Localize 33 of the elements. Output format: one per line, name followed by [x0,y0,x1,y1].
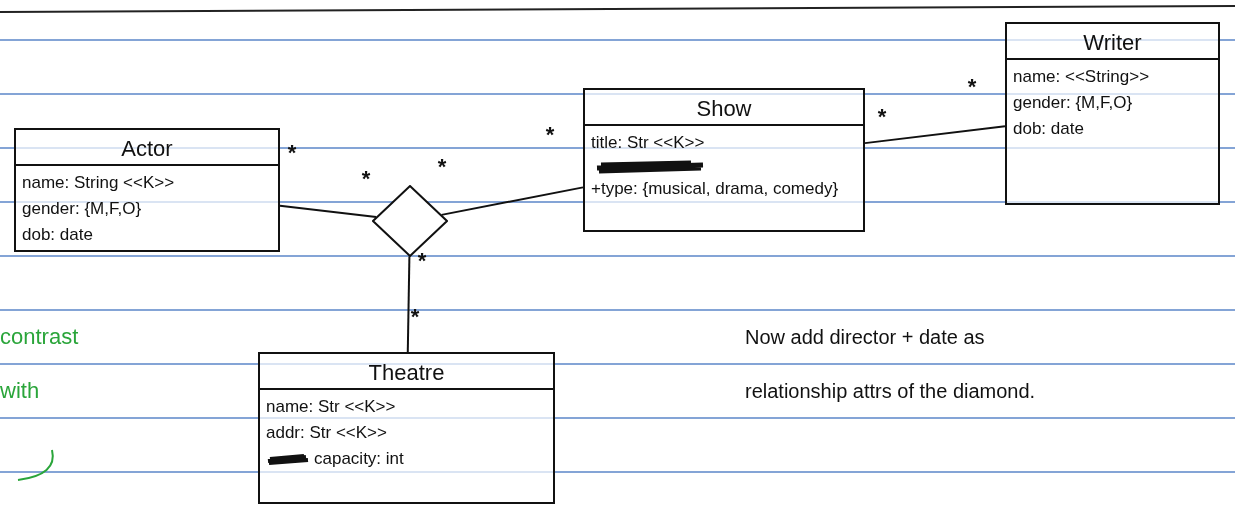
connector-line [440,186,584,216]
attribute-text: title: Str <<K>> [591,132,705,154]
attribute-text: name: Str <<K>> [266,396,396,418]
multiplicity-mark: * [416,250,428,272]
attribute-text: gender: {M,F,O} [22,198,142,220]
note-text: contrast with [0,323,80,405]
multiplicity-mark: * [876,106,888,128]
attribute-text: name: <<String>> [1013,66,1150,88]
entity-name: Show [695,95,753,123]
connector-line [406,255,411,353]
connector-line [864,125,1006,145]
multiplicity-mark: * [286,142,298,164]
entity-box [258,352,555,504]
attribute-text: +type: {musical, drama, comedy} [591,178,839,200]
entity-box [14,128,280,252]
multiplicity-mark: * [544,124,556,146]
attribute-text: gender: {M,F,O} [1013,92,1133,114]
multiplicity-mark: * [436,156,448,178]
note-text: Now add director + date as relationship attrs of the diamond. [745,325,1037,404]
connector-line [279,204,378,218]
entity-name: Actor [120,135,174,163]
attribute-text: capacity: int [314,448,404,470]
multiplicity-mark: * [966,76,978,98]
attribute-text: name: String <<K>> [22,172,175,194]
attribute-text: addr: Str <<K>> [266,422,387,444]
attribute-text: dob: date [22,224,93,246]
entity-box [583,88,865,232]
entity-name: Writer [1082,29,1143,57]
attribute-text: dob: date [1013,118,1084,140]
entity-name: Theatre [367,359,446,387]
multiplicity-mark: * [409,306,421,328]
multiplicity-mark: * [360,168,372,190]
entity-box [1005,22,1220,205]
